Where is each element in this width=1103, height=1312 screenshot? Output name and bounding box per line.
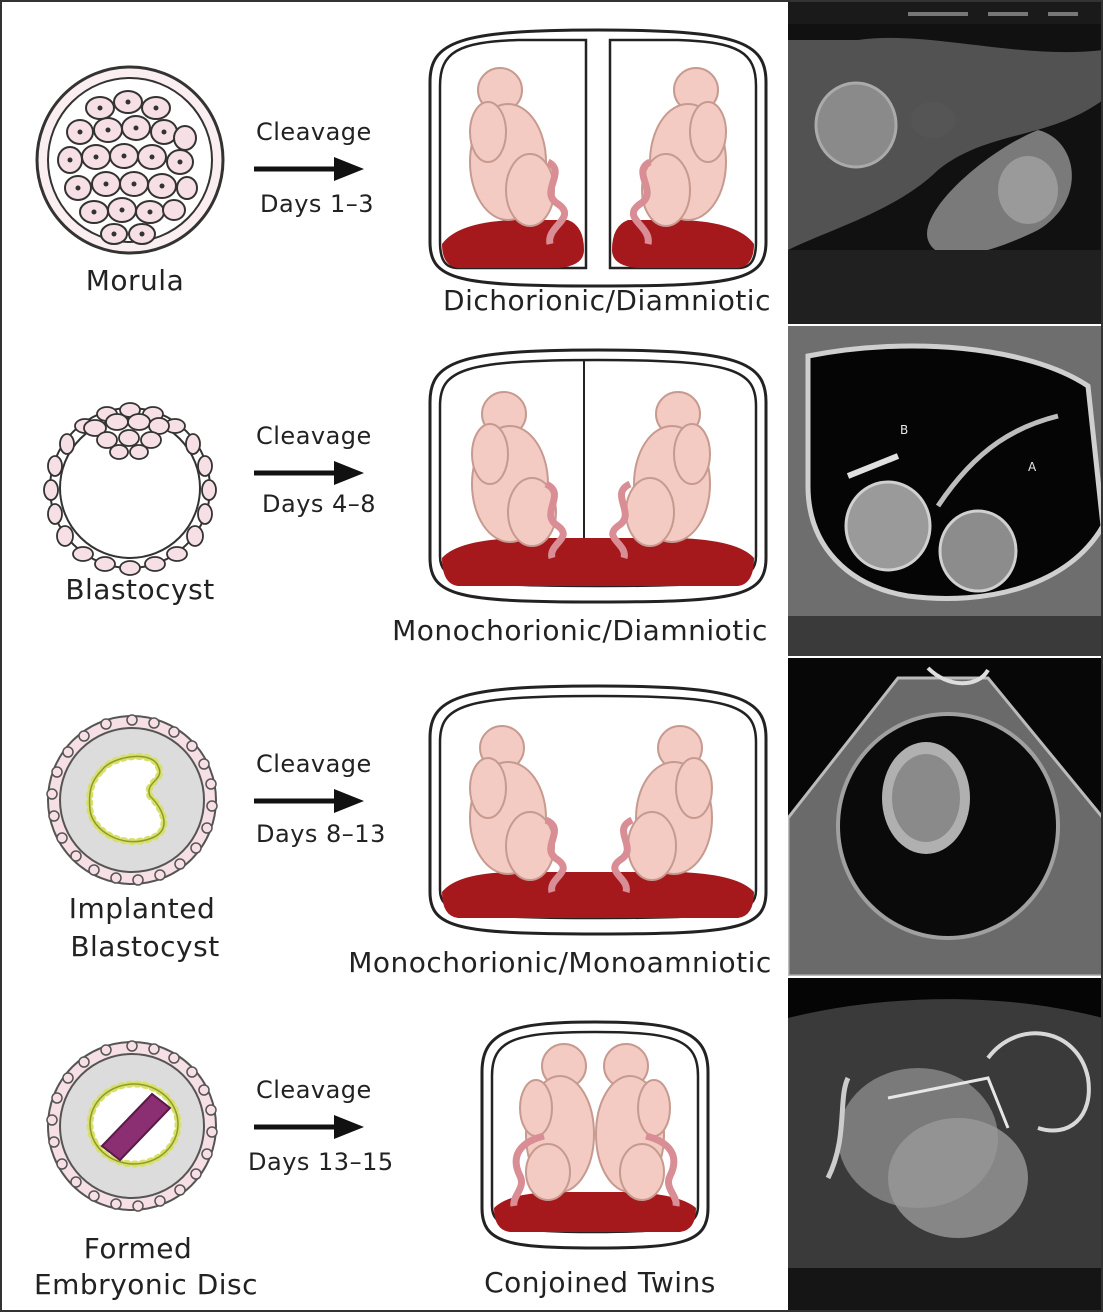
arrow-bottom-label-1: Days 1–3 <box>260 190 374 218</box>
conjoined-twins-illustration <box>470 1016 720 1252</box>
monochorionic-diamniotic-illustration <box>418 344 778 606</box>
formed-embryonic-disc-illustration <box>42 1036 222 1216</box>
ultrasound-image-1 <box>788 0 1103 324</box>
ultrasound-image-3 <box>788 658 1103 976</box>
morula-illustration <box>30 60 230 265</box>
type-label-dichorionic: Dichorionic/Diamniotic <box>443 284 771 317</box>
stage-label-morula: Morula <box>86 264 184 297</box>
ultrasound-marker-a: A <box>1028 460 1037 474</box>
arrow-bottom-label-4: Days 13–15 <box>248 1148 394 1176</box>
arrow-top-label-1: Cleavage <box>256 118 372 146</box>
stage-label-embryonic-disc: Embryonic Disc <box>34 1268 258 1301</box>
type-label-mono-monoamniotic: Monochorionic/Monoamniotic <box>348 946 772 979</box>
type-label-conjoined: Conjoined Twins <box>484 1266 716 1299</box>
stage-label-implanted: Implanted <box>69 892 215 925</box>
arrow-top-label-3: Cleavage <box>256 750 372 778</box>
stage-label-formed: Formed <box>84 1232 193 1265</box>
ultrasound-image-4 <box>788 978 1103 1312</box>
stage-label-blastocyst-2: Blastocyst <box>70 930 219 963</box>
blastocyst-illustration <box>35 388 225 578</box>
arrow-bottom-label-2: Days 4–8 <box>262 490 376 518</box>
ultrasound-marker-b: B <box>900 423 908 437</box>
arrow-top-label-2: Cleavage <box>256 422 372 450</box>
monochorionic-monoamniotic-illustration <box>418 680 778 938</box>
ultrasound-image-2: B A <box>788 326 1103 656</box>
type-label-mono-diamniotic: Monochorionic/Diamniotic <box>392 614 768 647</box>
implanted-blastocyst-illustration <box>42 710 222 890</box>
dichorionic-diamniotic-illustration <box>418 22 778 290</box>
arrow-2 <box>254 458 366 488</box>
stage-label-blastocyst: Blastocyst <box>65 573 214 606</box>
arrow-top-label-4: Cleavage <box>256 1076 372 1104</box>
arrow-bottom-label-3: Days 8–13 <box>256 820 386 848</box>
arrow-4 <box>254 1112 366 1142</box>
arrow-1 <box>254 154 366 184</box>
arrow-3 <box>254 786 366 816</box>
